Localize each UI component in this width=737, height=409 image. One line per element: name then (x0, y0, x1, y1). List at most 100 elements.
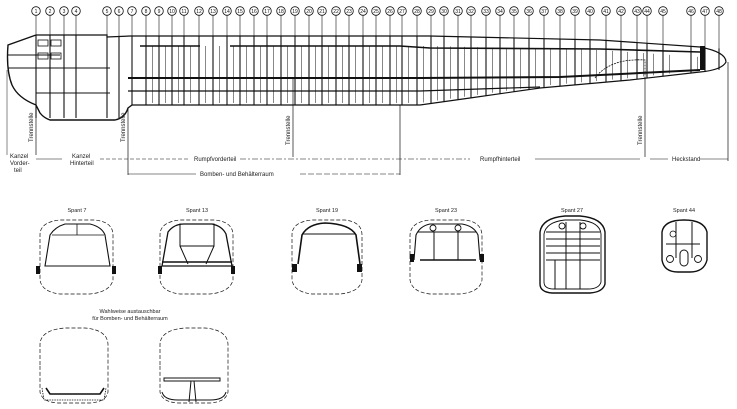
cross-section-spant-44: Spant 44 (661, 208, 708, 273)
svg-text:12: 12 (196, 9, 202, 15)
svg-text:38: 38 (557, 9, 563, 15)
svg-text:36: 36 (526, 9, 532, 15)
frame-number-5: 5 (102, 6, 112, 36)
frame-number-40: 40 (585, 6, 595, 40)
frame-number-44: 44 (642, 6, 652, 44)
frame-number-48: 48 (714, 6, 724, 49)
frame-number-25: 25 (371, 6, 381, 36)
fuselage-side-view (6, 34, 727, 121)
frame-number-30: 30 (439, 6, 449, 37)
label-kanzel-hinterteil-1: Kanzel (72, 154, 90, 160)
frame-number-35: 35 (509, 6, 519, 38)
svg-text:19: 19 (292, 9, 298, 15)
spant-23-label: Spant 23 (435, 208, 457, 214)
label-heckstand: Heckstand (672, 157, 700, 163)
svg-text:45: 45 (660, 9, 666, 15)
frame-number-42: 42 (616, 6, 626, 42)
trennstelle-label-1: Trennstelle (29, 112, 35, 142)
svg-text:3: 3 (63, 9, 66, 15)
svg-text:28: 28 (414, 9, 420, 15)
spant-27-label: Spant 27 (561, 208, 583, 214)
svg-text:2: 2 (49, 9, 52, 15)
frame-number-7: 7 (127, 6, 137, 36)
cross-section-spant-23: Spant 23 (409, 208, 484, 295)
svg-text:5: 5 (106, 9, 109, 15)
frame-number-13: 13 (208, 6, 218, 36)
label-kanzel-vorderteil-2: Vorder- (10, 161, 30, 167)
svg-text:16: 16 (251, 9, 257, 15)
frame-number-6: 6 (114, 6, 124, 36)
svg-text:26: 26 (387, 9, 393, 15)
section-dimension-lines (36, 158, 728, 175)
svg-text:44: 44 (644, 9, 650, 15)
svg-text:13: 13 (210, 9, 216, 15)
frame-number-12: 12 (194, 6, 204, 36)
frame-number-23: 23 (344, 6, 354, 36)
frame-number-43: 43 (632, 6, 642, 43)
trennstelle-label-2: Trennstelle (121, 112, 127, 142)
frame-number-31: 31 (453, 6, 463, 37)
frame-number-37: 37 (539, 6, 549, 39)
svg-text:30: 30 (441, 9, 447, 15)
svg-text:27: 27 (399, 9, 405, 15)
svg-text:1: 1 (35, 9, 38, 15)
svg-text:43: 43 (634, 9, 640, 15)
label-kanzel-vorderteil-1: Kanzel (10, 154, 28, 160)
svg-text:6: 6 (118, 9, 121, 15)
frame-number-24: 24 (358, 6, 368, 36)
label-rumpfvorderteil: Rumpfvorderteil (194, 157, 236, 163)
frame-number-21: 21 (317, 6, 327, 36)
frame-number-41: 41 (601, 6, 611, 41)
svg-text:47: 47 (702, 9, 708, 15)
trennstelle-label-4: Trennstelle (638, 115, 644, 145)
frame-number-8: 8 (141, 6, 151, 36)
section-labels: Kanzel Vorder- teil Kanzel Hinterteil Ru… (10, 154, 700, 178)
alternate-caption-2: für Bomben- und Behälterraum (92, 316, 168, 322)
cross-section-spant-7: Spant 7 (36, 208, 116, 295)
svg-text:39: 39 (572, 9, 578, 15)
frame-number-27: 27 (397, 6, 407, 36)
svg-text:46: 46 (688, 9, 694, 15)
cross-section-spant-27: Spant 27 (539, 208, 606, 294)
svg-text:34: 34 (497, 9, 503, 15)
spant-7-label: Spant 7 (68, 208, 87, 214)
spant-13-label: Spant 13 (186, 208, 208, 214)
frame-number-20: 20 (304, 6, 314, 36)
svg-text:24: 24 (360, 9, 366, 15)
frame-number-10: 10 (167, 6, 177, 36)
cross-section-spant-19: Spant 19 (291, 208, 363, 295)
frame-number-15: 15 (235, 6, 245, 36)
svg-text:15: 15 (237, 9, 243, 15)
svg-text:18: 18 (278, 9, 284, 15)
cross-section-spant-13: Spant 13 (158, 208, 235, 295)
frame-number-17: 17 (262, 6, 272, 36)
svg-text:17: 17 (264, 9, 270, 15)
spant-44-label: Spant 44 (673, 208, 695, 214)
frame-number-1: 1 (31, 6, 41, 35)
svg-text:35: 35 (511, 9, 517, 15)
trennstelle-markers: Trennstelle Trennstelle Trennstelle Tren… (6, 35, 729, 175)
svg-text:14: 14 (224, 9, 230, 15)
frame-number-11: 11 (179, 6, 189, 36)
svg-text:22: 22 (333, 9, 339, 15)
svg-text:9: 9 (158, 9, 161, 15)
svg-text:33: 33 (483, 9, 489, 15)
svg-text:23: 23 (346, 9, 352, 15)
label-rumpfhinterteil: Rumpfhinterteil (480, 157, 520, 163)
svg-text:31: 31 (455, 9, 461, 15)
frame-number-18: 18 (276, 6, 286, 36)
svg-text:41: 41 (603, 9, 609, 15)
svg-text:7: 7 (131, 9, 134, 15)
label-bombenraum: Bomben- und Behälterraum (200, 172, 274, 178)
frame-number-4: 4 (71, 6, 81, 35)
frame-number-38: 38 (555, 6, 565, 40)
frame-number-28: 28 (412, 6, 422, 36)
svg-text:10: 10 (169, 9, 175, 15)
trennstelle-label-3: Trennstelle (286, 115, 292, 145)
frame-number-3: 3 (59, 6, 69, 35)
frame-number-26: 26 (385, 6, 395, 36)
frame-number-2: 2 (45, 6, 55, 35)
svg-text:48: 48 (716, 9, 722, 15)
